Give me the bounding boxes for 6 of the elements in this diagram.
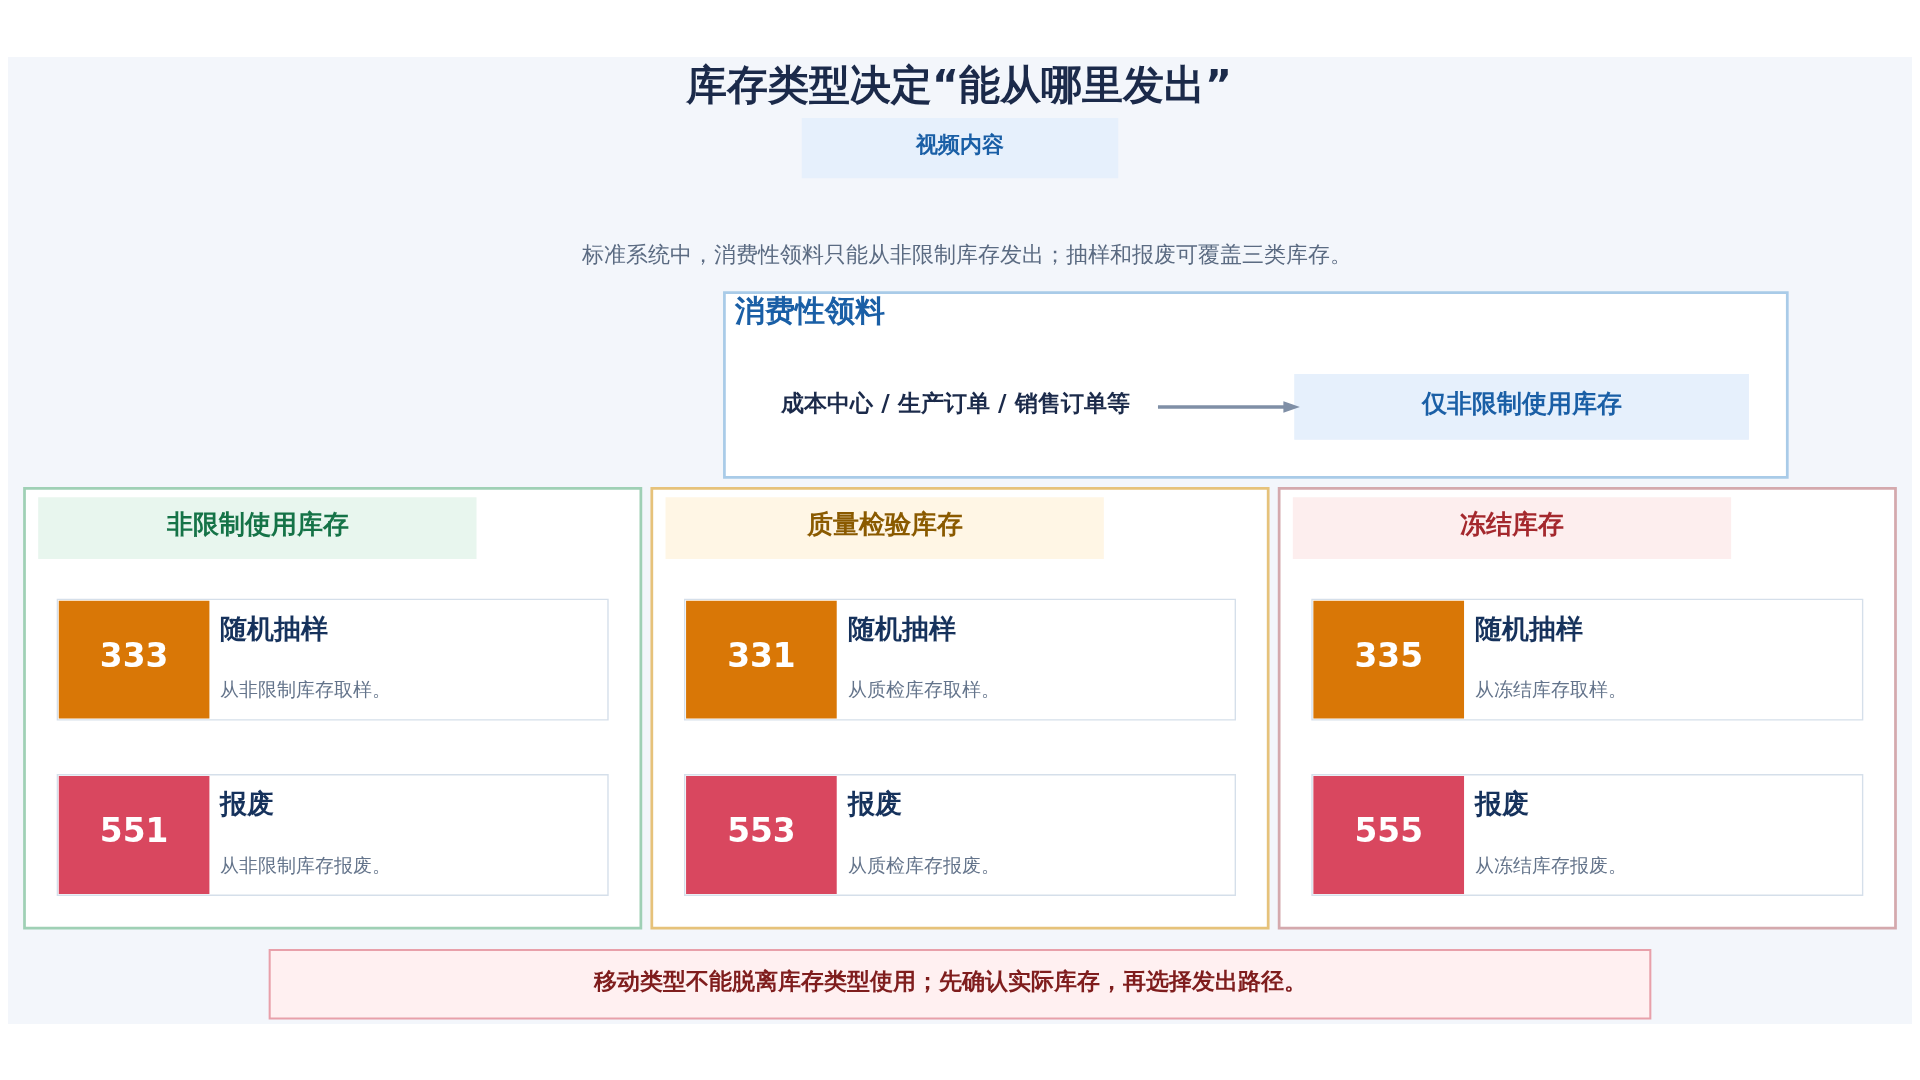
node-text: 成本中心 / 生产订单 / 销售订单等 <box>781 388 1130 416</box>
diagram-title: 库存类型决定“能从哪里发出” <box>686 60 1233 109</box>
arrow <box>1157 400 1300 413</box>
node-box: 仅非限制使用库存 <box>1294 373 1749 440</box>
label: 标准系统中，消费性领料只能从非限制库存发出；抽样和报废可覆盖三类库存。 <box>581 241 1352 267</box>
node-box: 移动类型不能脱离库存类型使用；先确认实际库存，再选择发出路径。 <box>268 948 1652 1020</box>
